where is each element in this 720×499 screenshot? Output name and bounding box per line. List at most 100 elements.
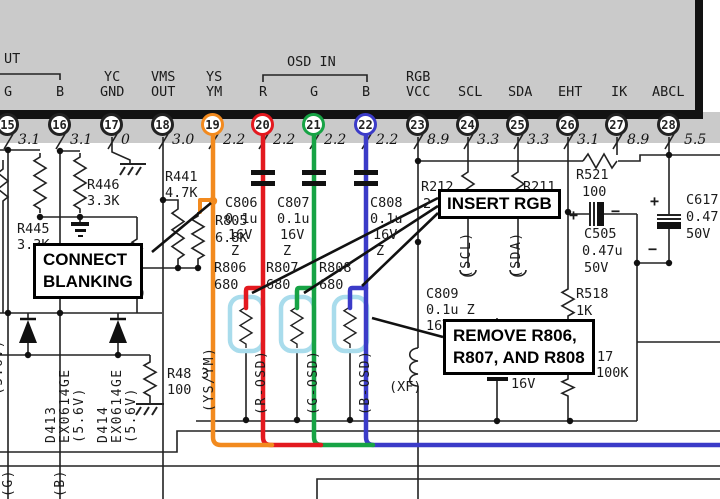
ground-icon: [71, 222, 89, 226]
label-c808-voltage: 16V: [373, 227, 398, 243]
label-c809-voltage2: 16V: [511, 376, 536, 392]
callout-insert-text: INSERT RGB: [447, 194, 552, 213]
callout-remove-line2: R807, AND R808: [453, 348, 585, 368]
pin-15: 15: [0, 113, 19, 136]
label-c807: C807: [277, 195, 310, 211]
label-r521: R521: [576, 167, 609, 183]
pin-24: 24: [456, 113, 479, 136]
label-r808: R808: [319, 260, 352, 276]
pin-18: 18: [151, 113, 174, 136]
label-c617-value: 0.47: [686, 209, 719, 225]
label-c808-z: Z: [376, 243, 385, 259]
label-r441: R441: [165, 169, 198, 185]
callout-arrows: [151, 196, 444, 339]
label-c807-value: 0.1u: [277, 211, 310, 227]
label-r517-partial: 17: [597, 349, 614, 365]
label-r805-value: 6.8K: [215, 230, 248, 246]
label-r518-value: 1K: [576, 303, 593, 319]
label-c809-value: 0.1u Z: [426, 302, 475, 318]
label-r807-value: 680: [266, 277, 291, 293]
ic-label-gnd: GND: [100, 84, 125, 100]
pin-value: 3.3: [527, 132, 550, 148]
wire-top-branches: [0, 149, 80, 152]
callout-remove-resistors: REMOVE R806, R807, AND R808: [443, 319, 595, 376]
pin-16: 16: [48, 113, 71, 136]
label-g-osd: (G-OSD): [306, 349, 321, 415]
label-r48: R48: [167, 366, 192, 382]
resistor-r441-symbol: [170, 205, 186, 263]
callout-insert-rgb: INSERT RGB: [438, 189, 561, 220]
label-c505: C505: [584, 226, 617, 242]
pin-26: 26: [556, 113, 579, 136]
plus-icon: +: [650, 192, 660, 210]
label-xf: (XF): [389, 379, 422, 395]
label-ys-ym: (YS/YM): [202, 346, 217, 412]
label-d414: D414: [96, 405, 111, 443]
pin-27: 27: [605, 113, 628, 136]
pin-value: 3.1: [70, 132, 93, 148]
pin-19-ys-ym: 19: [201, 113, 224, 136]
label-r446-value: 3.3K: [87, 193, 120, 209]
resistor-edge-symbol: [0, 165, 10, 205]
junction-dots: [4, 146, 673, 425]
pin-28: 28: [657, 113, 680, 136]
capacitor-c808-symbol: [354, 170, 378, 175]
wire-rail-431: [0, 430, 720, 453]
capacitor-c807-symbol: [302, 170, 326, 175]
label-c806-voltage: 16V: [228, 227, 253, 243]
label-c806-z: Z: [231, 243, 240, 259]
label-r807: R807: [266, 260, 299, 276]
pin-value: 2.2: [376, 132, 399, 148]
ic-corner-notch: [702, 0, 720, 112]
ic-label-out: UT: [4, 51, 21, 67]
label-r441-value: 4.7K: [165, 185, 198, 201]
label-r446: R446: [87, 177, 120, 193]
minus-icon: −: [648, 240, 658, 258]
resistor-r48-symbol: [142, 358, 158, 400]
ic-label-yc: YC: [104, 69, 121, 85]
wire-rail-479: [316, 478, 720, 499]
ic-label-r: R: [259, 84, 268, 100]
pin-22-osd-b: 22: [354, 113, 377, 136]
label-g-wire: (G): [1, 469, 16, 497]
label-edge-56v: (5.6V): [0, 339, 6, 395]
ic-label-g: G: [4, 84, 13, 100]
ic-label-osd-in: OSD IN: [287, 54, 336, 70]
pin-20-osd-r: 20: [251, 113, 274, 136]
label-c617: C617: [686, 192, 719, 208]
wire-osd-resistor-legs: [245, 350, 351, 420]
label-r518: R518: [576, 286, 609, 302]
ic-label-eht: EHT: [558, 84, 583, 100]
diode-d413-symbol: [19, 320, 37, 343]
wire-scl-sda: [467, 137, 519, 268]
ic-label-sda: SDA: [508, 84, 533, 100]
capacitor-c617-symbol: [657, 214, 681, 220]
osd-in-bracket: [262, 74, 368, 82]
callout-connect-line1: CONNECT: [43, 250, 128, 269]
capacitor-c806-symbol: [251, 170, 275, 175]
wire-diode-stubs: [27, 313, 119, 355]
ic-label-vcc: VCC: [406, 84, 431, 100]
resistor-symbol: [32, 153, 48, 213]
pin-value: 3.3: [477, 132, 500, 148]
label-r806-value: 680: [214, 277, 239, 293]
wire-rail-268: [137, 199, 199, 269]
pin-value: 3.1: [18, 132, 41, 148]
label-c809: C809: [426, 286, 459, 302]
arrow-connect-blanking: [151, 201, 212, 254]
label-b-wire: (B): [53, 469, 68, 497]
label-b-osd: (B-OSD): [358, 349, 373, 415]
label-r517-value: 100K: [596, 365, 629, 381]
label-d413-type: EX0614GE: [58, 368, 73, 443]
wire-ys-ym: [210, 129, 275, 448]
ic-label-rgb: RGB: [406, 69, 431, 85]
pin-value: 3.0: [172, 132, 195, 148]
pin-value: 2.2: [324, 132, 347, 148]
callout-remove-line1: REMOVE R806,: [453, 326, 577, 345]
arrows-insert-rgb: [251, 196, 439, 295]
ic-label-b2: B: [362, 84, 371, 100]
label-d413: D413: [44, 405, 59, 443]
ic-label-abcl: ABCL: [652, 84, 685, 100]
